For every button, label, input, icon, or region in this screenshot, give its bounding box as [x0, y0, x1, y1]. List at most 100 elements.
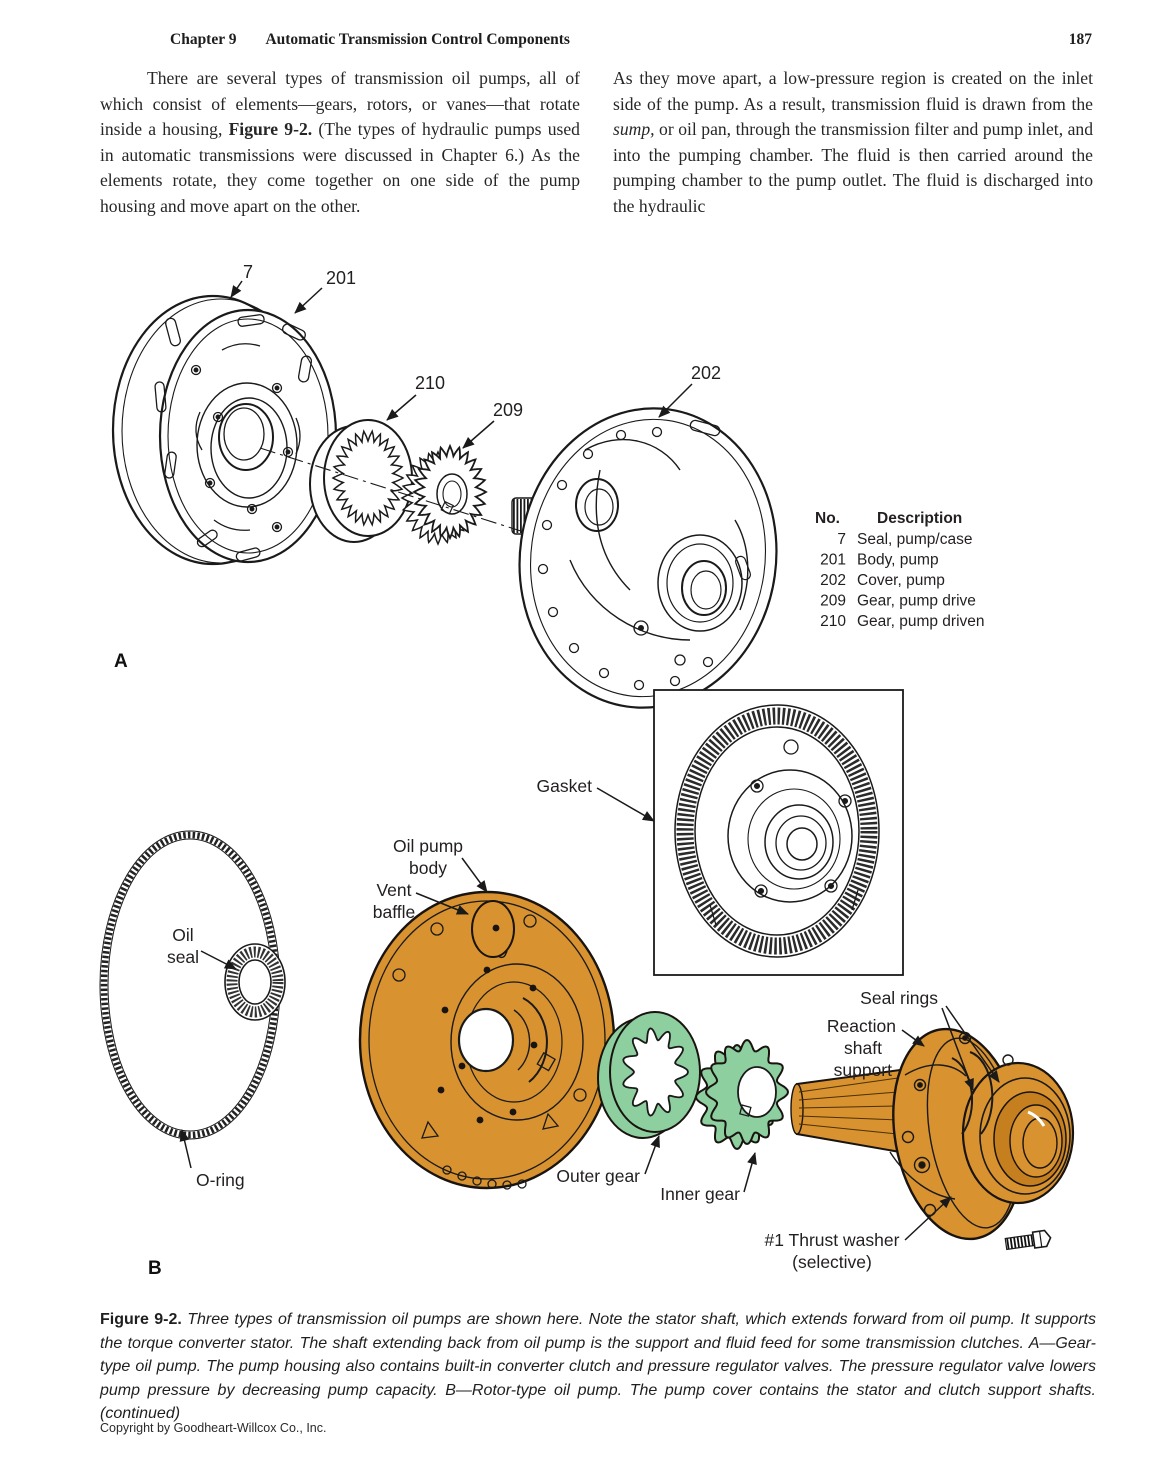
- body-text: There are several types of transmission …: [100, 66, 1093, 220]
- pump-body-201: [154, 308, 338, 564]
- oil-pump-body: [358, 890, 616, 1190]
- oil-pump-body-leader: [461, 857, 488, 893]
- callout-7-leader: [230, 280, 243, 298]
- oil-pump-body-label-2: body: [409, 858, 447, 878]
- callout-202-leader: [658, 383, 693, 418]
- chapter-title: Automatic Transmission Control Component…: [265, 31, 570, 48]
- caption-text: Three types of transmission oil pumps ar…: [100, 1311, 1096, 1423]
- vent-baffle-label-1: Vent: [376, 880, 411, 900]
- row-desc: Gear, pump drive: [857, 593, 976, 610]
- oil-seal-leader: [200, 950, 237, 970]
- body-rim-holes: [392, 914, 587, 1190]
- row-desc: Gear, pump driven: [857, 613, 985, 630]
- panel-b-labels: Gasket Oil pump body Vent baffle Oil sea…: [148, 776, 1000, 1279]
- seal-rings-label: Seal rings: [860, 988, 938, 1008]
- callout-201: 201: [326, 268, 356, 288]
- table-col-description: Description: [877, 510, 962, 527]
- gasket-leader: [596, 787, 655, 822]
- row-no: 209: [820, 593, 846, 610]
- row-no: 202: [820, 572, 846, 589]
- gasket-bolts: [709, 739, 859, 926]
- right-text-2: or oil pan, through the transmission fil…: [613, 119, 1093, 216]
- body-bolt-holes: [190, 364, 294, 533]
- inner-gear-label: Inner gear: [660, 1184, 740, 1204]
- row-desc: Body, pump: [857, 552, 939, 569]
- oil-seal: [224, 943, 286, 1021]
- vent-baffle-leader: [415, 892, 469, 915]
- chapter-label: Chapter 9: [170, 31, 237, 48]
- callout-210-leader: [386, 394, 417, 421]
- reaction-shaft-label-1: Reaction: [827, 1016, 896, 1036]
- page-number: 187: [1068, 31, 1092, 48]
- oil-seal-label-1: Oil: [172, 925, 193, 945]
- o-ring-leader: [179, 1129, 192, 1169]
- panel-a-callouts: 7 201 210 209 202 A: [114, 262, 721, 672]
- table-row: 7 Seal, pump/case: [837, 531, 972, 548]
- table-col-no: No.: [815, 510, 840, 527]
- bolt: [1004, 1229, 1052, 1251]
- reaction-shaft-label-2: shaft: [844, 1038, 882, 1058]
- left-column: There are several types of transmission …: [100, 66, 580, 220]
- gasket-label: Gasket: [537, 776, 593, 796]
- parts-table: No. Description 7 Seal, pump/case 201 Bo…: [815, 510, 985, 630]
- row-desc: Seal, pump/case: [857, 531, 972, 548]
- row-no: 210: [820, 613, 846, 630]
- left-paragraph: There are several types of transmission …: [100, 66, 580, 220]
- gasket-inset: [653, 689, 904, 976]
- table-row: 210 Gear, pump driven: [820, 613, 984, 630]
- outer-gear-label: Outer gear: [556, 1166, 640, 1186]
- seal-rings-leader-2: [945, 1005, 1000, 1083]
- panel-a-gear-pump-diagram: 7 201 210 209 202 A No. Description 7 Se…: [111, 262, 985, 709]
- body-hub-bolts: [437, 966, 538, 1124]
- inner-gear-leader: [743, 1152, 757, 1193]
- reaction-shaft-leader: [901, 1029, 925, 1047]
- row-desc: Cover, pump: [857, 572, 945, 589]
- panel-b-letter: B: [148, 1258, 162, 1279]
- table-row: 202 Cover, pump: [820, 572, 945, 589]
- figure-reference: Figure 9-2.: [228, 119, 313, 140]
- driven-gear-210: [309, 419, 413, 543]
- left-text-1: There are several types of transmission …: [100, 68, 580, 140]
- oil-seal-label-2: seal: [167, 947, 199, 967]
- support-bolt-holes: [889, 1031, 1014, 1217]
- table-row: 201 Body, pump: [820, 552, 938, 569]
- thrust-washer-label-2: (selective): [792, 1252, 872, 1272]
- reaction-shaft-support: [790, 1027, 1075, 1241]
- row-no: 7: [837, 531, 846, 548]
- callout-201-leader: [294, 287, 323, 314]
- panel-b-rotor-pump-diagram: Gasket Oil pump body Vent baffle Oil sea…: [99, 689, 1075, 1279]
- stator-shaft-splines: [790, 1068, 901, 1154]
- row-no: 201: [820, 552, 846, 569]
- outer-gear-leader: [644, 1135, 660, 1175]
- thrust-washer-label-1: #1 Thrust washer: [765, 1230, 900, 1250]
- sump-term: sump,: [613, 119, 655, 140]
- seal-rings-leader-1: [941, 1007, 974, 1091]
- right-column: As they move apart, a low-pressure regio…: [613, 66, 1093, 220]
- vent-baffle-label-2: baffle: [373, 902, 416, 922]
- body-passages: [154, 314, 313, 562]
- caption-label: Figure 9-2.: [100, 1311, 182, 1328]
- callout-202: 202: [691, 363, 721, 383]
- seal-ring-grooves: [951, 1051, 994, 1135]
- callout-209-leader: [462, 420, 495, 449]
- outer-gear: [597, 1011, 701, 1139]
- table-row: 209 Gear, pump drive: [820, 593, 976, 610]
- figure-caption: Figure 9-2. Three types of transmission …: [100, 1308, 1096, 1426]
- figure-9-2-artwork: 7 201 210 209 202 A No. Description 7 Se…: [99, 262, 1075, 1279]
- cover-casting-webs: [569, 438, 749, 641]
- cover-bolt-holes: [537, 426, 714, 691]
- vent-baffle: [471, 900, 515, 959]
- callout-7: 7: [243, 262, 253, 282]
- pump-cover-202: [518, 407, 778, 709]
- left-text-2: (The types of hydraulic pumps used in au…: [100, 119, 580, 216]
- copyright-line: Copyright by Goodheart-Willcox Co., Inc.: [100, 1421, 327, 1435]
- callout-209: 209: [493, 400, 523, 420]
- oil-pump-body-label-1: Oil pump: [393, 836, 463, 856]
- running-header: Chapter 9 Automatic Transmission Control…: [100, 31, 1092, 49]
- thrust-washer-leader: [904, 1196, 952, 1241]
- inner-gear: [694, 1038, 790, 1151]
- drive-gear-209: [400, 443, 488, 546]
- right-text-1: As they move apart, a low-pressure regio…: [613, 68, 1093, 114]
- callout-210: 210: [415, 373, 445, 393]
